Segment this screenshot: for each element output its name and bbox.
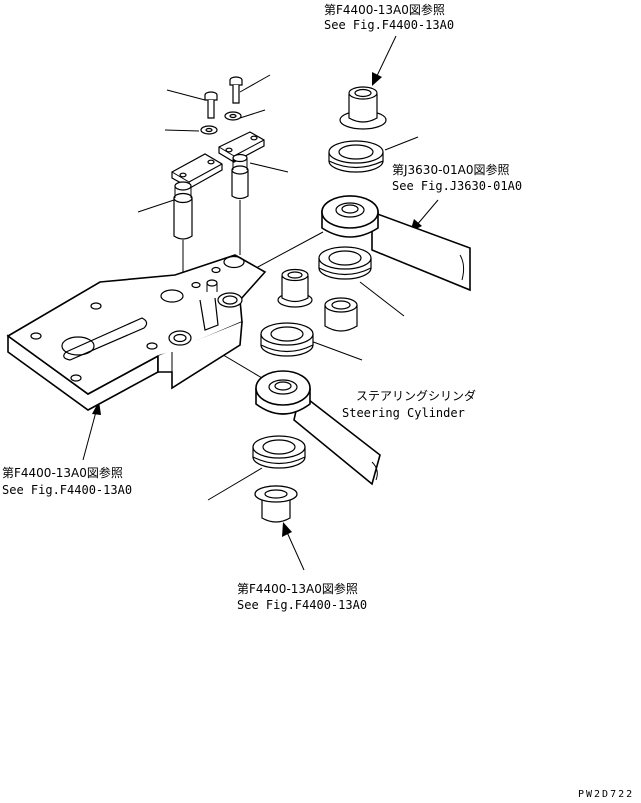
bushing-middle [277,268,313,308]
dust-seal-middle [318,246,372,280]
bottom-pin-reference-en: See Fig.F4400-13A0 [237,598,367,612]
dust-seal-bottom [252,435,306,469]
steering-cylinder-eye [255,370,381,486]
bushing-bottom [254,485,298,523]
lock-plate-right [218,131,265,163]
dust-seal-upper [328,140,384,173]
bolt-right [229,76,243,104]
bushing-top [339,86,387,130]
cylinder-label-jp: ステアリングシリンダ [356,388,476,403]
lock-plate-left [171,153,223,189]
washer-left [200,125,218,135]
plate-reference: 第F4400-13A0図参照 See Fig.F4400-13A0 [2,465,132,497]
bolt-left [204,91,218,119]
arrow-head-icon [372,72,382,86]
top-pin-reference-jp: 第F4400-13A0図参照 [324,2,445,17]
top-pin-reference-en: See Fig.F4400-13A0 [324,18,454,32]
bottom-pin-reference: 第F4400-13A0図参照 See Fig.F4400-13A0 [237,581,367,612]
pin-left [173,181,193,240]
tie-rod-reference: 第J3630-01A0図参照 See Fig.J3630-01A0 [392,162,522,193]
plate-reference-en: See Fig.F4400-13A0 [2,483,132,497]
drawing-code: PW2D722 [578,789,634,800]
arrow-head-icon [282,522,292,537]
cylinder-label: ステアリングシリンダ Steering Cylinder [342,388,476,420]
dust-seal-lower [260,322,314,357]
top-pin-reference: 第F4400-13A0図参照 See Fig.F4400-13A0 [324,2,454,32]
pin-right [231,153,249,200]
tie-rod-reference-jp: 第J3630-01A0図参照 [392,162,510,177]
tie-rod-end [321,195,471,292]
cylinder-label-en: Steering Cylinder [342,406,465,420]
bushing-flanged [324,297,358,332]
plate-reference-jp: 第F4400-13A0図参照 [2,465,123,480]
bottom-pin-reference-jp: 第F4400-13A0図参照 [237,581,358,596]
tie-rod-reference-en: See Fig.J3630-01A0 [392,179,522,193]
bracket-plate [6,254,267,411]
washer-right [224,111,242,121]
